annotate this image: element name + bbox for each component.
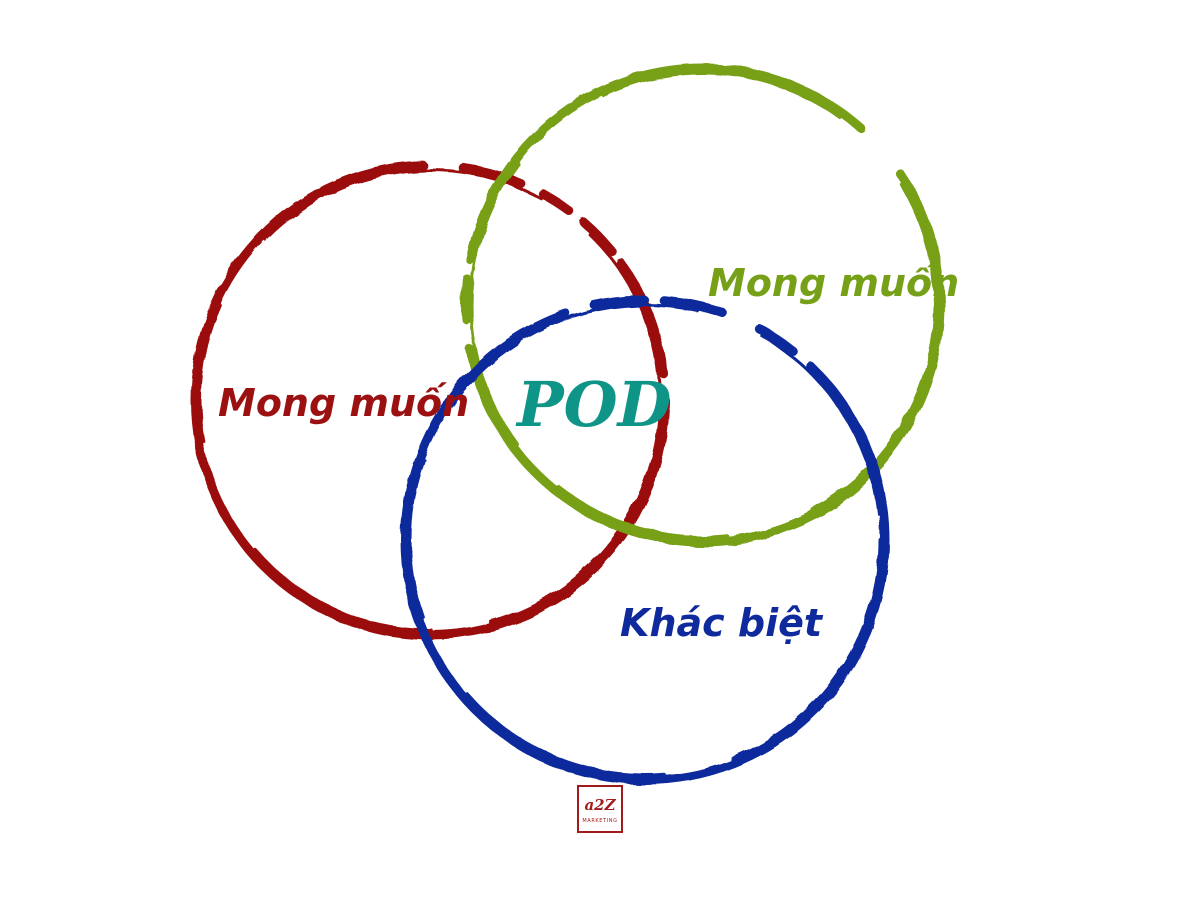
red-circle (190, 160, 670, 640)
label-bottom: Khác biệt (620, 601, 824, 645)
green-circle (461, 63, 945, 547)
a2z-logo: a2Z MARKETING (577, 785, 623, 833)
label-center: POD (515, 368, 672, 441)
logo-main-text: a2Z (584, 796, 616, 814)
blue-circle (400, 295, 890, 785)
label-left: Mong muốn (218, 381, 469, 425)
logo-sub-text: MARKETING (582, 818, 617, 824)
label-right: Mong muốn (708, 261, 959, 305)
